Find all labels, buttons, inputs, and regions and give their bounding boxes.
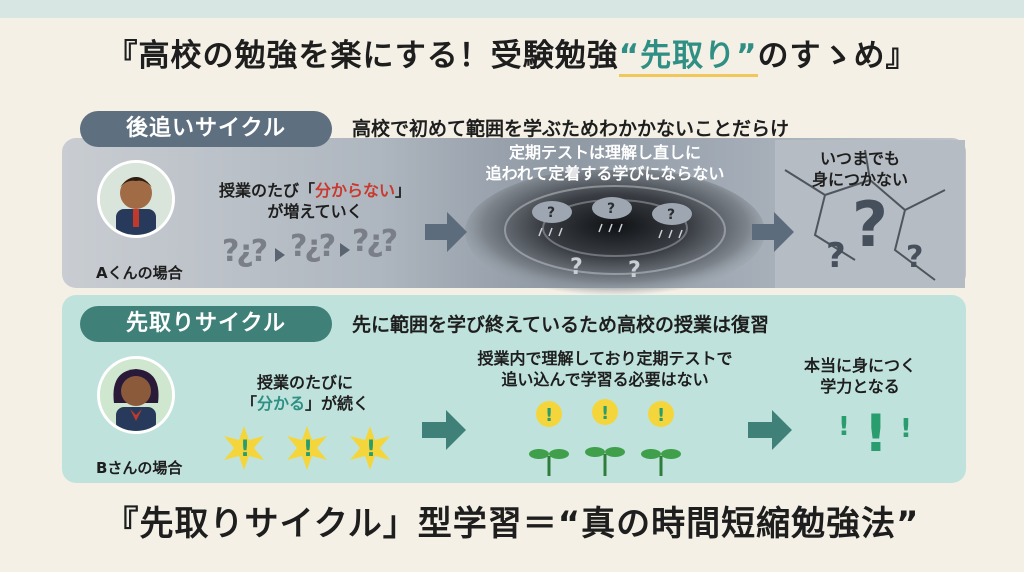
svg-text:!: !: [657, 405, 665, 426]
cracked-ground-image: [775, 140, 965, 288]
svg-text:!: !: [240, 437, 250, 462]
svg-text:!: !: [303, 437, 313, 462]
big-exclamation: !: [864, 404, 888, 464]
step-a1-text: 授業のたび「分からない」 が増えていく: [218, 181, 412, 221]
svg-text:?: ?: [547, 205, 555, 221]
subhead-cycle-b: 先に範囲を学び終えているため高校の授業は復習: [352, 314, 770, 336]
title-prefix: 『高校の勉強を楽にする！受験勉強: [106, 38, 619, 74]
exclamation-burst-icons: !!!: [224, 426, 390, 470]
pill-cycle-b: 先取りサイクル: [80, 306, 332, 342]
swirl-qmark-2: ?: [628, 258, 641, 283]
svg-text:?: ?: [607, 201, 615, 217]
step-a1-emphasis: 分からない: [314, 181, 395, 200]
title-highlight: “先取り”: [618, 38, 758, 77]
question-marks-1: ?¿?: [222, 234, 268, 269]
question-marks-2: ?¿?: [290, 229, 336, 264]
small-arrow-2: [340, 243, 350, 257]
step-a3-text: いつまでも 身につかない: [811, 149, 908, 189]
small-exclamation-2: !: [900, 414, 912, 444]
title-suffix: のすゝめ』: [757, 38, 918, 74]
arrow-right-icon-a1: [425, 212, 467, 252]
svg-text:!: !: [366, 437, 376, 462]
arrow-right-icon-a2: [752, 212, 794, 252]
small-qmark-1: ?: [826, 236, 846, 276]
step-b2-text: 授業内で理解しており定期テストで 追い込んで学習る必要はない: [477, 349, 733, 389]
svg-text:?: ?: [667, 207, 675, 223]
caption-a: Aくんの場合: [96, 264, 183, 282]
top-band: [0, 0, 1024, 18]
svg-text:!: !: [601, 403, 609, 424]
caption-b: Bさんの場合: [96, 459, 183, 477]
avatar-a: [97, 160, 175, 238]
pill-cycle-a: 後追いサイクル: [80, 111, 332, 147]
svg-text:!: !: [545, 405, 553, 426]
footer-slogan: 『先取りサイクル」型学習＝“真の時間短縮勉強法”: [104, 504, 920, 544]
subhead-cycle-a: 高校で初めて範囲を学ぶためわかかないことだらけ: [352, 118, 790, 140]
small-qmark-2: ?: [906, 240, 924, 275]
rain-cloud-icons: ???: [532, 197, 692, 239]
arrow-right-icon-b2: [748, 410, 792, 450]
whirlpool-image: [465, 170, 765, 296]
step-b3-text: 本当に身につく 学力となる: [803, 356, 916, 396]
swirl-qmark-1: ?: [570, 255, 583, 280]
big-qmark: ?: [852, 188, 888, 261]
small-exclamation-1: !: [838, 412, 850, 442]
avatar-b: [97, 356, 175, 434]
small-arrow-1: [275, 248, 285, 262]
arrow-right-icon-b1: [422, 410, 466, 450]
question-marks-3: ?¿?: [352, 224, 398, 259]
page-title: 『高校の勉強を楽にする！受験勉強“先取り”のすゝめ』: [0, 30, 1024, 77]
step-b1-text: 授業のたびに 「分かる」が続く: [240, 373, 370, 413]
sprouts-with-bursts-icons: !!!: [529, 399, 681, 476]
step-b1-emphasis: 分かる: [256, 394, 305, 413]
step-a2-text: 定期テストは理解し直しに 追われて定着する学びにならない: [485, 143, 725, 183]
